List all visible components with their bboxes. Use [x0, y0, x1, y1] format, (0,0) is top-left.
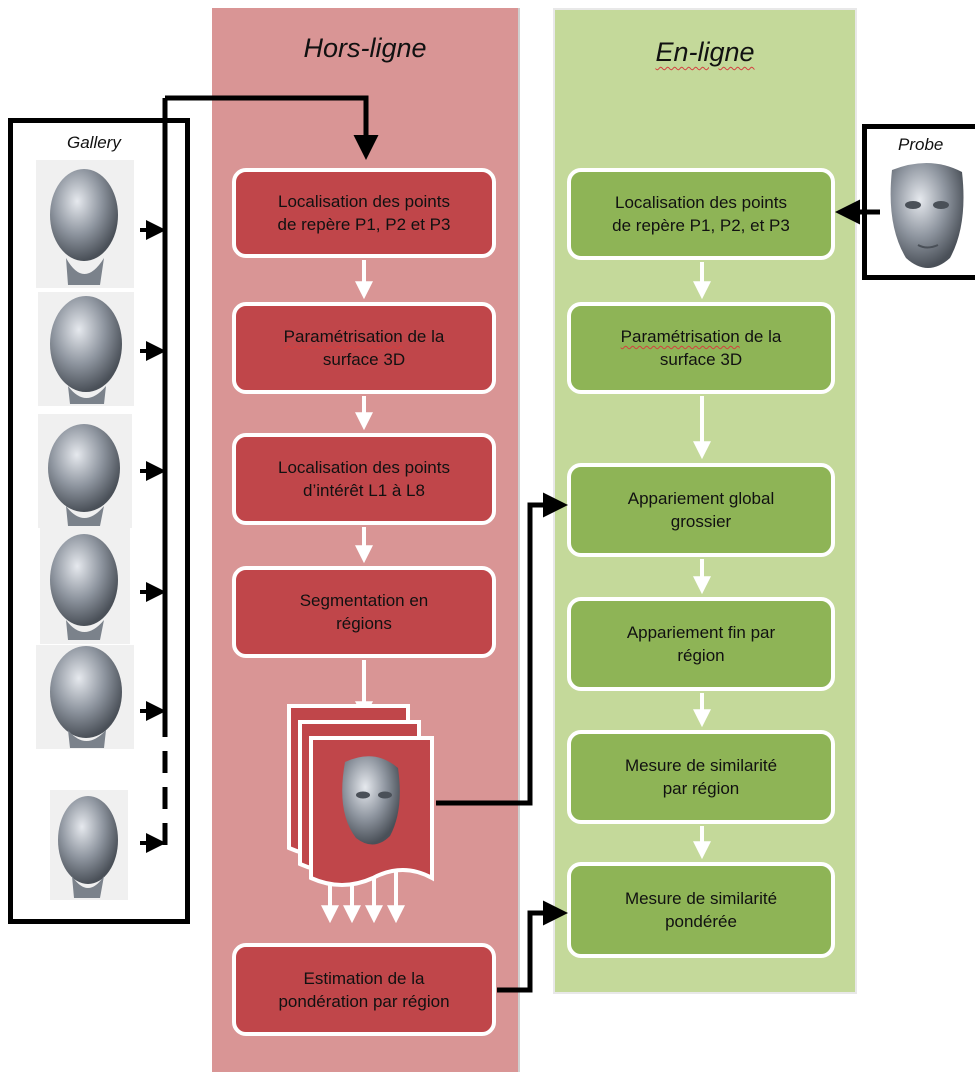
face-icon — [38, 292, 134, 406]
face-icon — [36, 645, 134, 749]
online-step-weighted-similarity: Mesure de similarité pondérée — [567, 862, 835, 958]
online-step-fine-matching: Appariement fin par région — [567, 597, 835, 691]
online-title: En-ligne — [655, 37, 755, 67]
online-step-parametrization: Paramétrisation de la surface 3D — [567, 302, 835, 394]
probe-frame — [862, 124, 975, 280]
face-icon — [50, 790, 128, 900]
probe-label: Probe — [898, 135, 944, 154]
offline-step-weighting: Estimation de la pondération par région — [232, 943, 496, 1036]
gallery-faces — [36, 160, 134, 900]
cross-connectors — [436, 199, 880, 993]
gallery-arrows — [140, 220, 166, 853]
offline-step-segmentation: Segmentation en régions — [232, 566, 496, 658]
offline-title: Hors-ligne — [303, 33, 427, 63]
region-face-icon — [342, 756, 400, 845]
online-step-global-matching: Appariement global grossier — [567, 463, 835, 557]
face-icon — [38, 414, 132, 528]
gallery-frame — [8, 118, 190, 924]
probe-face-icon — [890, 162, 964, 268]
online-step-landmarks: Localisation des points de repère P1, P2… — [567, 168, 835, 260]
offline-step-parametrization: Paramétrisation de la surface 3D — [232, 302, 496, 394]
face-icon — [36, 160, 134, 288]
gallery-label: Gallery — [67, 133, 121, 152]
gallery-bus — [162, 95, 379, 845]
online-step-regional-similarity: Mesure de similarité par région — [567, 730, 835, 824]
offline-step-interest-points: Localisation des points d’intérêt L1 à L… — [232, 433, 496, 525]
offline-step-landmarks: Localisation des points de repère P1, P2… — [232, 168, 496, 258]
face-icon — [40, 526, 130, 644]
